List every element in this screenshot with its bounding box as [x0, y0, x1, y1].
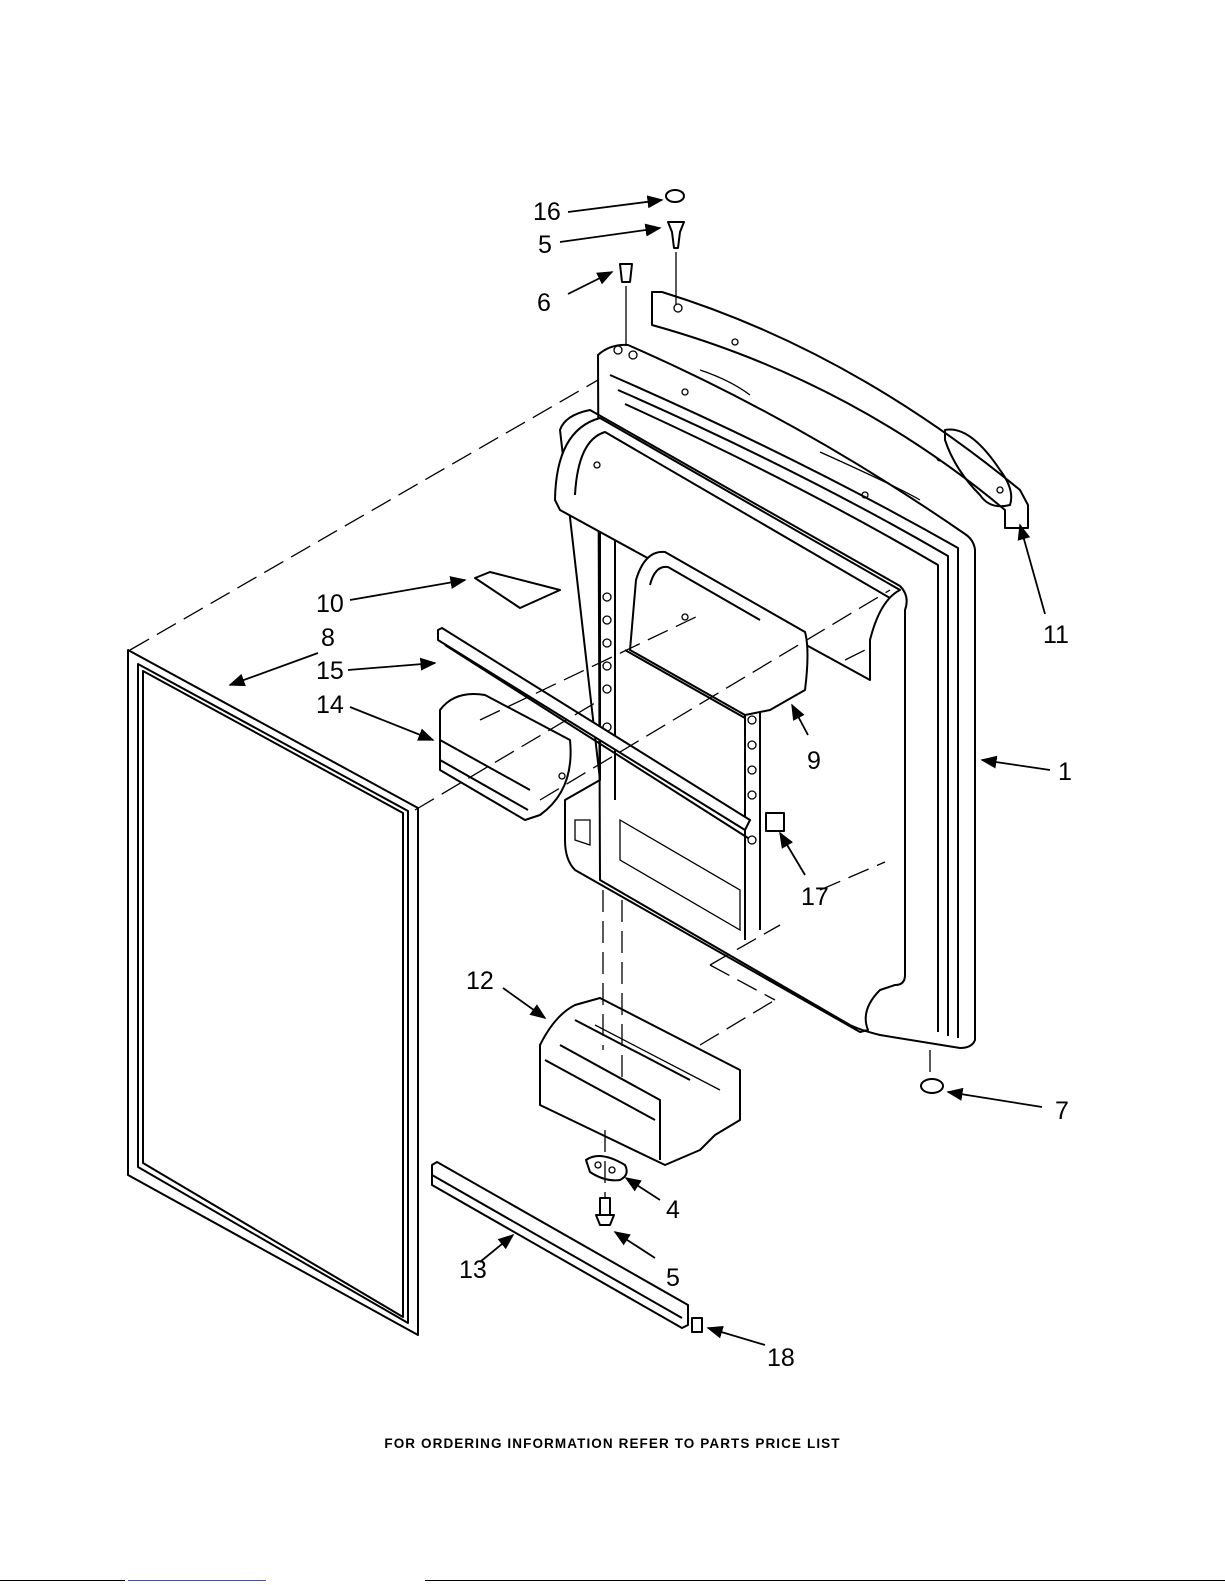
foot-part-7 — [921, 1079, 943, 1093]
trim-strip-part-13 — [432, 1162, 688, 1328]
callout-6: 6 — [537, 289, 551, 317]
callout-9: 9 — [807, 747, 821, 775]
ordering-info-footer: FOR ORDERING INFORMATION REFER TO PARTS … — [0, 1436, 1225, 1451]
callout-15: 15 — [316, 657, 344, 685]
callout-7: 7 — [1055, 1097, 1069, 1125]
bottom-rule-link — [128, 1580, 266, 1581]
bin-part-12 — [540, 998, 740, 1165]
pad-part-10 — [475, 572, 560, 608]
callout-11: 11 — [1043, 621, 1069, 649]
cap-part-16 — [666, 190, 684, 202]
callout-8: 8 — [321, 624, 335, 652]
callout-17: 17 — [801, 883, 829, 911]
callout-13: 13 — [459, 1256, 487, 1284]
bottom-rule-right — [425, 1580, 1225, 1581]
clip-part-17 — [766, 813, 784, 831]
callout-10: 10 — [316, 590, 344, 618]
screw-part-5-bottom — [596, 1198, 614, 1225]
clip-part-18 — [692, 1318, 702, 1332]
door-gasket-part-8 — [128, 650, 418, 1335]
bottom-rule-left — [0, 1580, 125, 1581]
callout-12: 12 — [466, 967, 494, 995]
screw-part-5-top — [668, 222, 684, 248]
callout-1: 1 — [1058, 758, 1072, 786]
callout-14: 14 — [316, 691, 344, 719]
callout-4: 4 — [666, 1196, 680, 1224]
callout-16: 16 — [533, 198, 561, 226]
callout-18: 18 — [767, 1344, 795, 1372]
callout-5-top: 5 — [538, 231, 552, 259]
callout-5-bottom: 5 — [666, 1264, 680, 1292]
hinge-bracket-part-4 — [586, 1156, 627, 1180]
pin-part-6 — [620, 264, 632, 282]
